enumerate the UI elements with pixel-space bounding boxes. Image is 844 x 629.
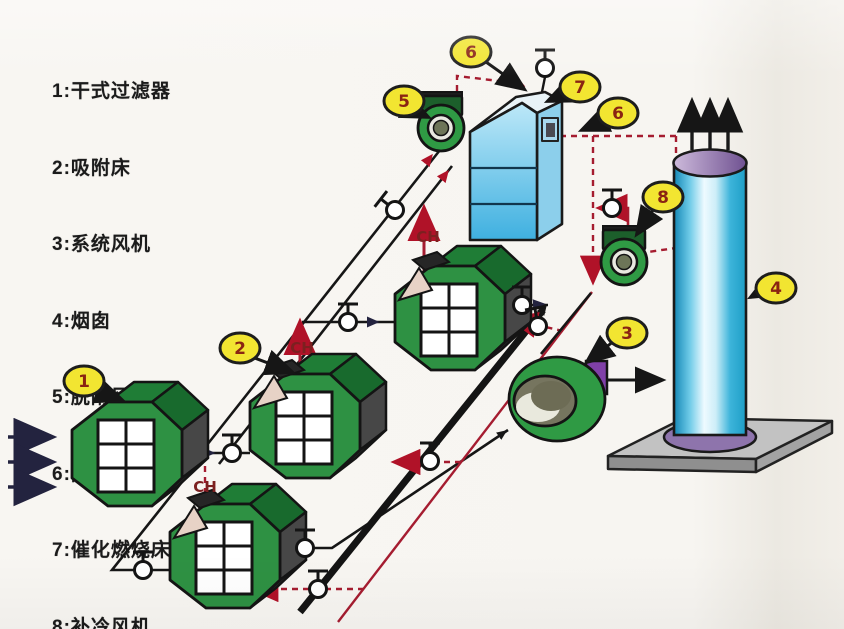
- svg-text:3: 3: [621, 324, 633, 344]
- legend-item-1: 1:干式过滤器: [52, 81, 171, 102]
- ch-label-upper-bed-vent: CH: [416, 228, 440, 246]
- legend: 1:干式过滤器 2:吸附床 3:系统风机 4:烟囱 5:脱附风机 6:阻火器 7…: [52, 28, 171, 629]
- ch-label-desorption-drop: CH: [193, 478, 217, 496]
- valve-icon: [600, 188, 624, 218]
- legend-item-7: 7:催化燃烧床: [52, 540, 171, 561]
- callout-2: 2: [218, 331, 297, 376]
- callout-3: 3: [583, 316, 649, 365]
- callout-5: 5: [382, 84, 433, 119]
- cooling-fan: [599, 224, 649, 287]
- callouts: 1 2 3 4 5: [62, 35, 798, 404]
- callout-7: 7: [543, 70, 602, 104]
- callout-1: 1: [62, 364, 127, 404]
- pipe-junction-to-system-fan: [539, 292, 593, 355]
- svg-text:5: 5: [398, 92, 410, 112]
- valve-icon: [131, 550, 155, 580]
- exhaust-arrows: [676, 96, 744, 150]
- svg-text:7: 7: [574, 78, 586, 98]
- catalytic-combustion-unit: [468, 76, 564, 242]
- legend-item-8: 8:补冷风机: [52, 616, 151, 629]
- callout-8: 8: [634, 180, 685, 238]
- chimney-body: [672, 161, 748, 437]
- inlet-flow-arrows: [8, 417, 58, 507]
- valve-icon: [533, 48, 557, 78]
- unit-front-face: [468, 101, 539, 242]
- pipe-desorption-line-a: [201, 149, 442, 451]
- callout-4: 4: [747, 271, 798, 305]
- adsorption-bed-middle: [248, 352, 388, 480]
- legend-item-3: 3:系统风机: [52, 234, 151, 255]
- svg-text:8: 8: [657, 188, 669, 208]
- svg-text:1: 1: [78, 372, 90, 392]
- dry-filter: [70, 380, 210, 508]
- pipe-return-manifold: [337, 291, 593, 623]
- legend-item-2: 2:吸附床: [52, 157, 131, 179]
- chimney: [662, 96, 758, 454]
- callout-6-right: 6: [577, 96, 640, 132]
- callout-6-top: 6: [449, 35, 528, 92]
- unit-top-valve-stem: [540, 76, 547, 93]
- svg-text:4: 4: [770, 279, 782, 299]
- svg-text:6: 6: [465, 43, 477, 63]
- ch-label-bed2-vent: CH: [290, 339, 314, 357]
- svg-text:2: 2: [234, 339, 246, 359]
- piping-network: [8, 74, 678, 623]
- svg-text:6: 6: [612, 104, 624, 124]
- chimney-top: [672, 148, 748, 178]
- valve-icon: [306, 569, 330, 599]
- legend-item-4: 4:烟囱: [52, 310, 111, 332]
- pipe-fan5-to-unit: [455, 74, 517, 102]
- system-fan: [507, 355, 609, 443]
